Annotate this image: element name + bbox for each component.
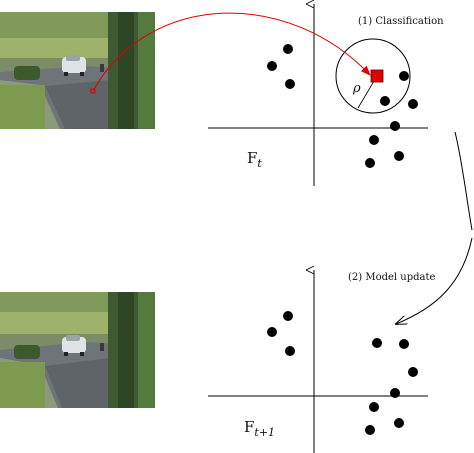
sample-dot — [394, 418, 404, 428]
pixel-mapping-arrow — [92, 12, 371, 92]
sample-dot — [394, 151, 404, 161]
sample-dot — [267, 327, 277, 337]
flow-arrow-upper — [454, 131, 473, 231]
feature-space-t: ρ Ft (1) Classification — [208, 4, 444, 186]
frame-t-photo — [0, 12, 155, 129]
car-icon — [62, 55, 86, 76]
flow-arrow-lower — [396, 237, 473, 324]
frame-t-label: Ft — [247, 149, 262, 170]
samples-t — [267, 44, 418, 168]
samples-t1 — [267, 311, 418, 435]
sample-dot — [285, 346, 295, 356]
classification-label: (1) Classification — [358, 16, 444, 27]
frame-t1-photo — [0, 292, 155, 408]
sample-dot — [380, 96, 390, 106]
sample-dot — [372, 338, 382, 348]
sample-dot — [285, 79, 295, 89]
sample-dot — [390, 121, 400, 131]
sample-dot — [283, 311, 293, 321]
sample-dot — [399, 339, 409, 349]
sample-dot — [408, 367, 418, 377]
sample-dot — [267, 61, 277, 71]
sample-dot — [390, 388, 400, 398]
classification-sphere — [335, 38, 411, 114]
car-icon — [62, 335, 86, 356]
frame-t1-label: Ft+1 — [244, 418, 275, 439]
rho-label: ρ — [352, 81, 361, 96]
sample-dot — [365, 425, 375, 435]
model-update-label: (2) Model update — [348, 272, 436, 283]
sample-dot — [283, 44, 293, 54]
sample-dot — [399, 71, 409, 81]
sample-dot — [369, 402, 379, 412]
feature-space-t1: Ft+1 (2) Model update — [208, 270, 436, 453]
sample-dot — [365, 158, 375, 168]
sample-dot — [408, 99, 418, 109]
new-pixel-square — [370, 69, 384, 83]
sample-dot — [369, 135, 379, 145]
